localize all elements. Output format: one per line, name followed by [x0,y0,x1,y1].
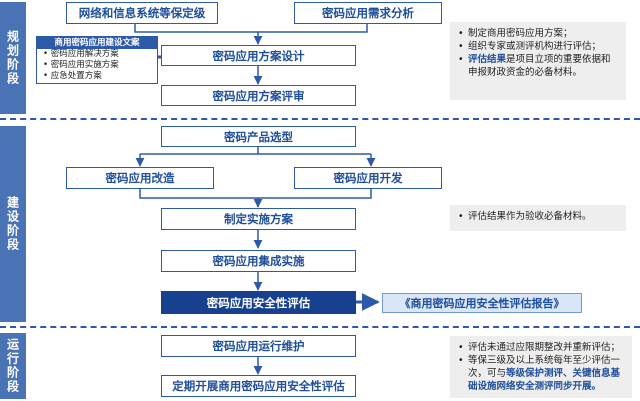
construction-doc-item-2: • 密码应用实施方案 [43,60,119,70]
stage-planning: 规划阶段 [0,2,26,114]
report-label: 《商用密码应用安全性评估报告》 [382,293,582,313]
construction-doc-item-3: • 应急处置方案 [43,71,102,81]
box-development: 密码应用开发 [294,167,442,189]
stage-construction: 建设阶段 [0,126,26,322]
construction-doc-box: 商用密码应用建设文案 • 密码应用解决方案 • 密码应用实施方案 • 应急处置方… [36,36,158,84]
separator-construction-operation [0,326,640,328]
box-review: 密码应用方案评审 [161,85,356,106]
box-transformation: 密码应用改造 [66,167,214,189]
box-implementation-plan: 制定实施方案 [161,208,356,230]
box-protection: 网络和信息系统等保定级 [66,2,218,24]
box-product-selection: 密码产品选型 [161,126,356,147]
construction-doc-item-1: • 密码应用解决方案 [43,49,119,59]
box-design: 密码应用方案设计 [161,45,356,66]
box-requirements: 密码应用需求分析 [294,2,442,24]
box-periodic-eval: 定期开展商用密码应用安全性评估 [161,375,356,397]
box-integration: 密码应用集成实施 [161,250,356,272]
note-construction: •评估结果作为验收必备材料。 [450,205,626,231]
construction-doc-title: 商用密码应用建设文案 [37,37,157,49]
box-maintenance: 密码应用运行维护 [161,335,356,357]
box-security-eval: 密码应用安全性评估 [161,291,356,314]
stage-operation: 运行阶段 [0,333,26,399]
note-planning: •制定商用密码应用方案； •组织专家或测评机构进行评估； •评估结果是项目立项的… [450,22,626,100]
note-operation: •评估未通过应限期整改并重新评估； •等保三级及以上系统每年至少评估一次，可与等… [450,336,632,398]
separator-planning-construction [0,118,640,120]
